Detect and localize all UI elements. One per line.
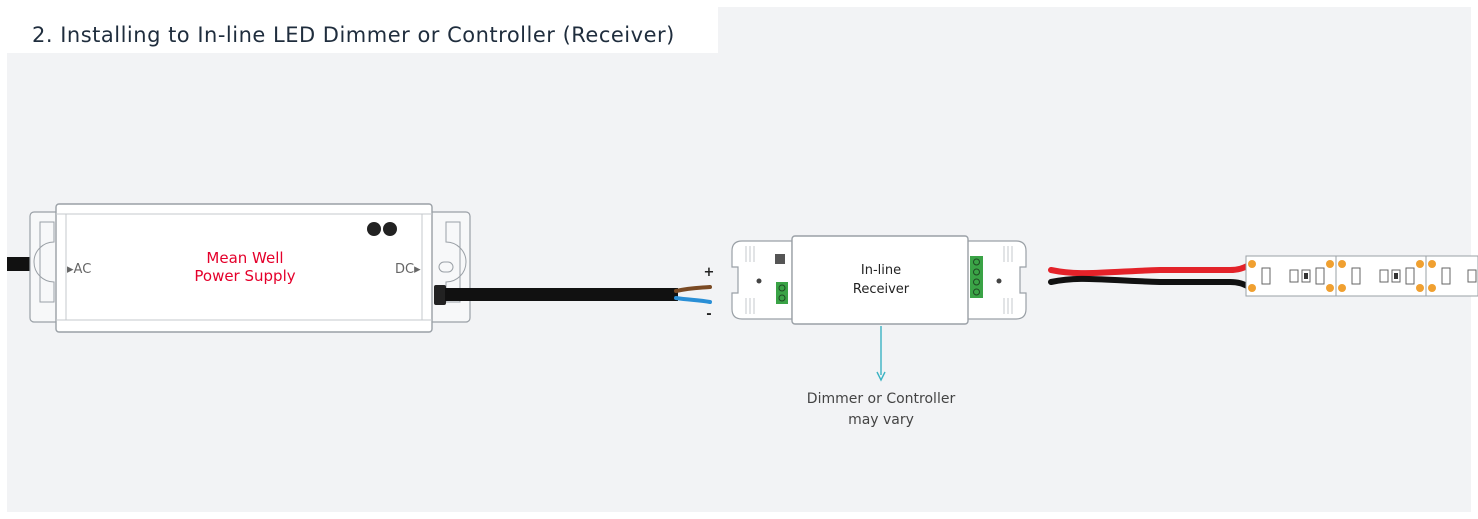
- negative-label: -: [706, 307, 711, 322]
- power-supply-label-line1: Mean Well: [206, 249, 283, 267]
- receiver-label-line2: Receiver: [853, 282, 910, 297]
- blue-wire: [674, 296, 712, 304]
- power-supply: ▸AC DC▸ Mean Well Power Supply: [29, 203, 471, 333]
- output-wires: [1048, 261, 1255, 291]
- title-tab: 2. Installing to In-line LED Dimmer or C…: [7, 7, 718, 53]
- indicator-dot-2: [383, 222, 397, 236]
- pair-button: [775, 254, 785, 264]
- ac-label: ▸AC: [67, 262, 91, 277]
- indicator-dot-1: [367, 222, 381, 236]
- page-title: 2. Installing to In-line LED Dimmer or C…: [32, 23, 675, 47]
- dc-output-cable: + -: [434, 265, 714, 322]
- note-line1: Dimmer or Controller: [807, 391, 956, 407]
- led-strip: [1245, 255, 1478, 297]
- receiver-label-line1: In-line: [861, 263, 901, 278]
- red-wire: [1048, 261, 1255, 277]
- power-supply-label-line2: Power Supply: [194, 267, 295, 285]
- note-line2: may vary: [848, 412, 914, 428]
- output-terminal-block: [970, 256, 983, 298]
- inline-receiver: In-line Receiver: [731, 235, 1027, 325]
- positive-label: +: [704, 265, 715, 280]
- black-wire: [1048, 275, 1255, 291]
- callout-arrow: [876, 326, 886, 382]
- brown-wire: [674, 285, 712, 293]
- dc-label: DC▸: [395, 262, 421, 277]
